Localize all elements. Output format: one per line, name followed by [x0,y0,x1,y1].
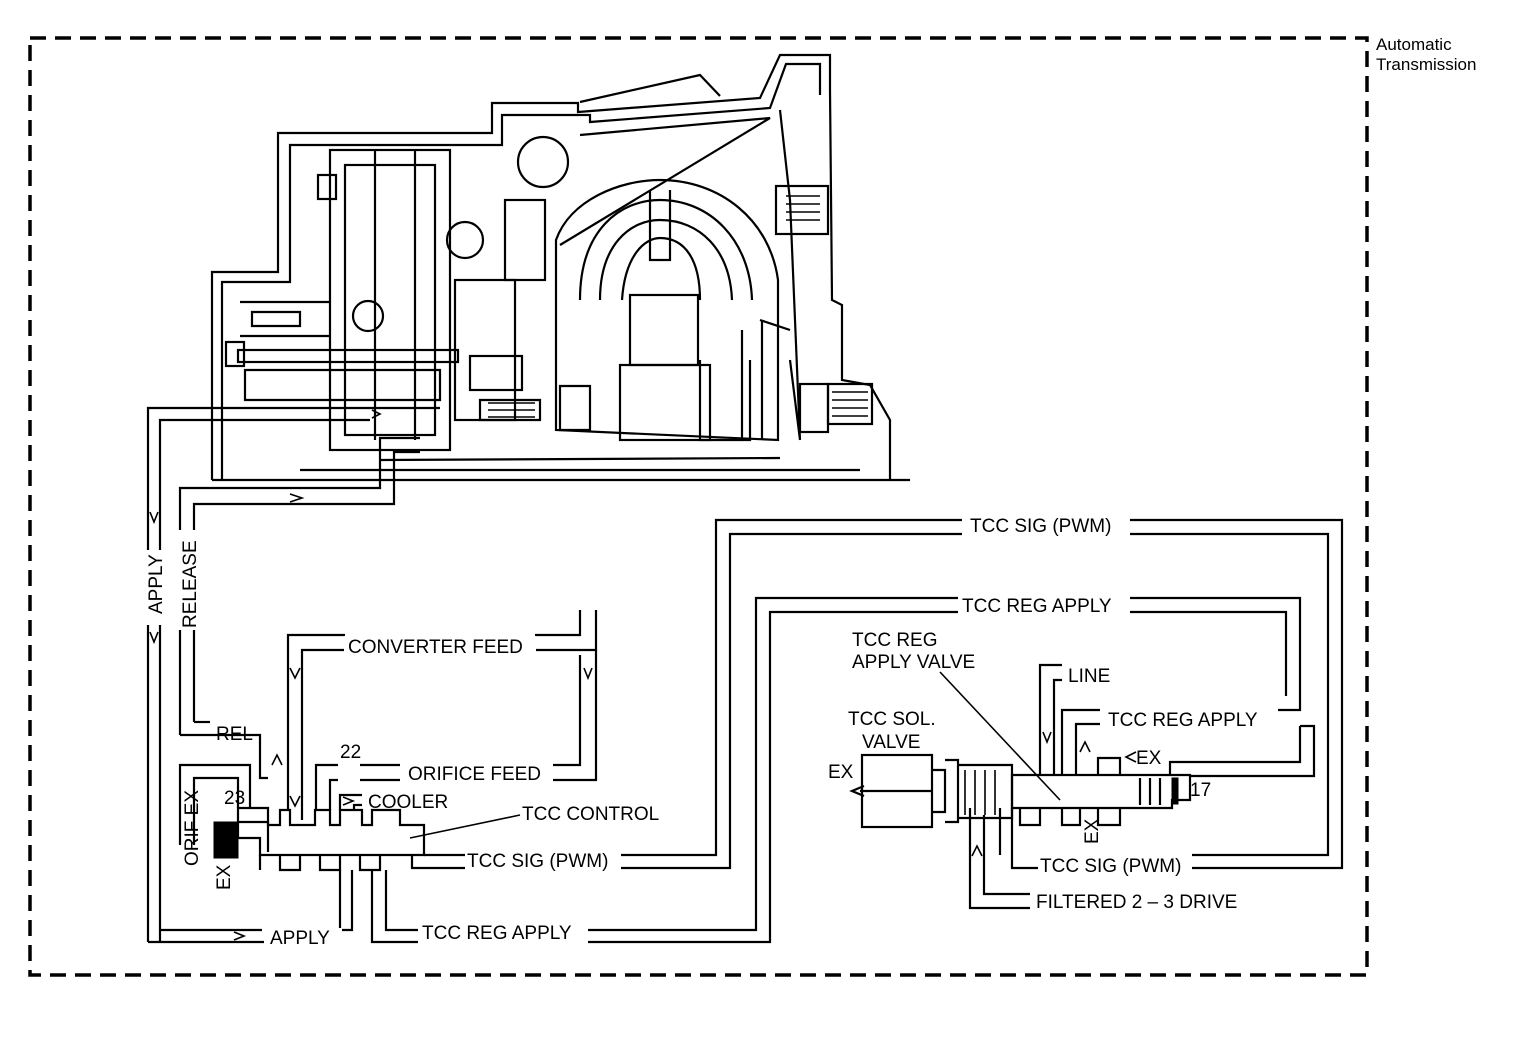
dashed-frame [28,36,1369,977]
labels: TCC SIG (PWM) TCC REG APPLY TCC REG APPL… [146,513,1258,950]
flow-arrows [149,409,1137,941]
label-tcc-sol-2: VALVE [862,732,920,753]
label-tcc-reg-apply-valve-2: APPLY VALVE [852,652,975,673]
label-tcc-control: TCC CONTROL [522,804,659,825]
label-converter-feed: CONVERTER FEED [348,637,523,658]
label-apply-bottom: APPLY [270,928,330,949]
label-ex-left: EX [214,864,235,890]
label-num-17: 17 [1190,780,1211,801]
label-tcc-reg-apply-valve-1: TCC REG [852,630,938,651]
label-tcc-sig-pwm-top: TCC SIG (PWM) [970,516,1111,537]
label-tcc-reg-apply-right: TCC REG APPLY [1108,710,1258,731]
label-rel: REL [216,724,253,745]
fluid-passages [146,406,1344,944]
label-orif-ex: ORIF EX [182,790,203,866]
label-cooler: COOLER [368,792,448,813]
label-tcc-sig-pwm-right: TCC SIG (PWM) [1040,856,1181,877]
transmission-cross-section [210,53,910,482]
label-filtered-2-3-drive: FILTERED 2 – 3 DRIVE [1036,892,1237,913]
label-line: LINE [1068,666,1110,687]
label-num-22: 22 [340,742,361,763]
label-apply-vertical: APPLY [146,554,167,614]
frame-label-line2: Transmission [1376,55,1476,74]
exhaust-plug [213,821,239,859]
label-tcc-reg-apply-top: TCC REG APPLY [962,596,1112,617]
label-num-23: 23 [224,788,245,809]
label-tcc-sol-1: TCC SOL. [848,709,936,730]
label-ex-right-bottom: EX [1082,818,1103,844]
label-tcc-reg-apply-bottom: TCC REG APPLY [422,923,572,944]
label-orifice-feed: ORIFICE FEED [408,764,541,785]
label-ex-right-top: EX [1136,748,1162,769]
frame-label-line1: Automatic [1376,35,1452,54]
label-ex-sol: EX [828,762,854,783]
label-release-vertical: RELEASE [180,540,201,628]
label-tcc-sig-pwm-left: TCC SIG (PWM) [467,851,608,872]
